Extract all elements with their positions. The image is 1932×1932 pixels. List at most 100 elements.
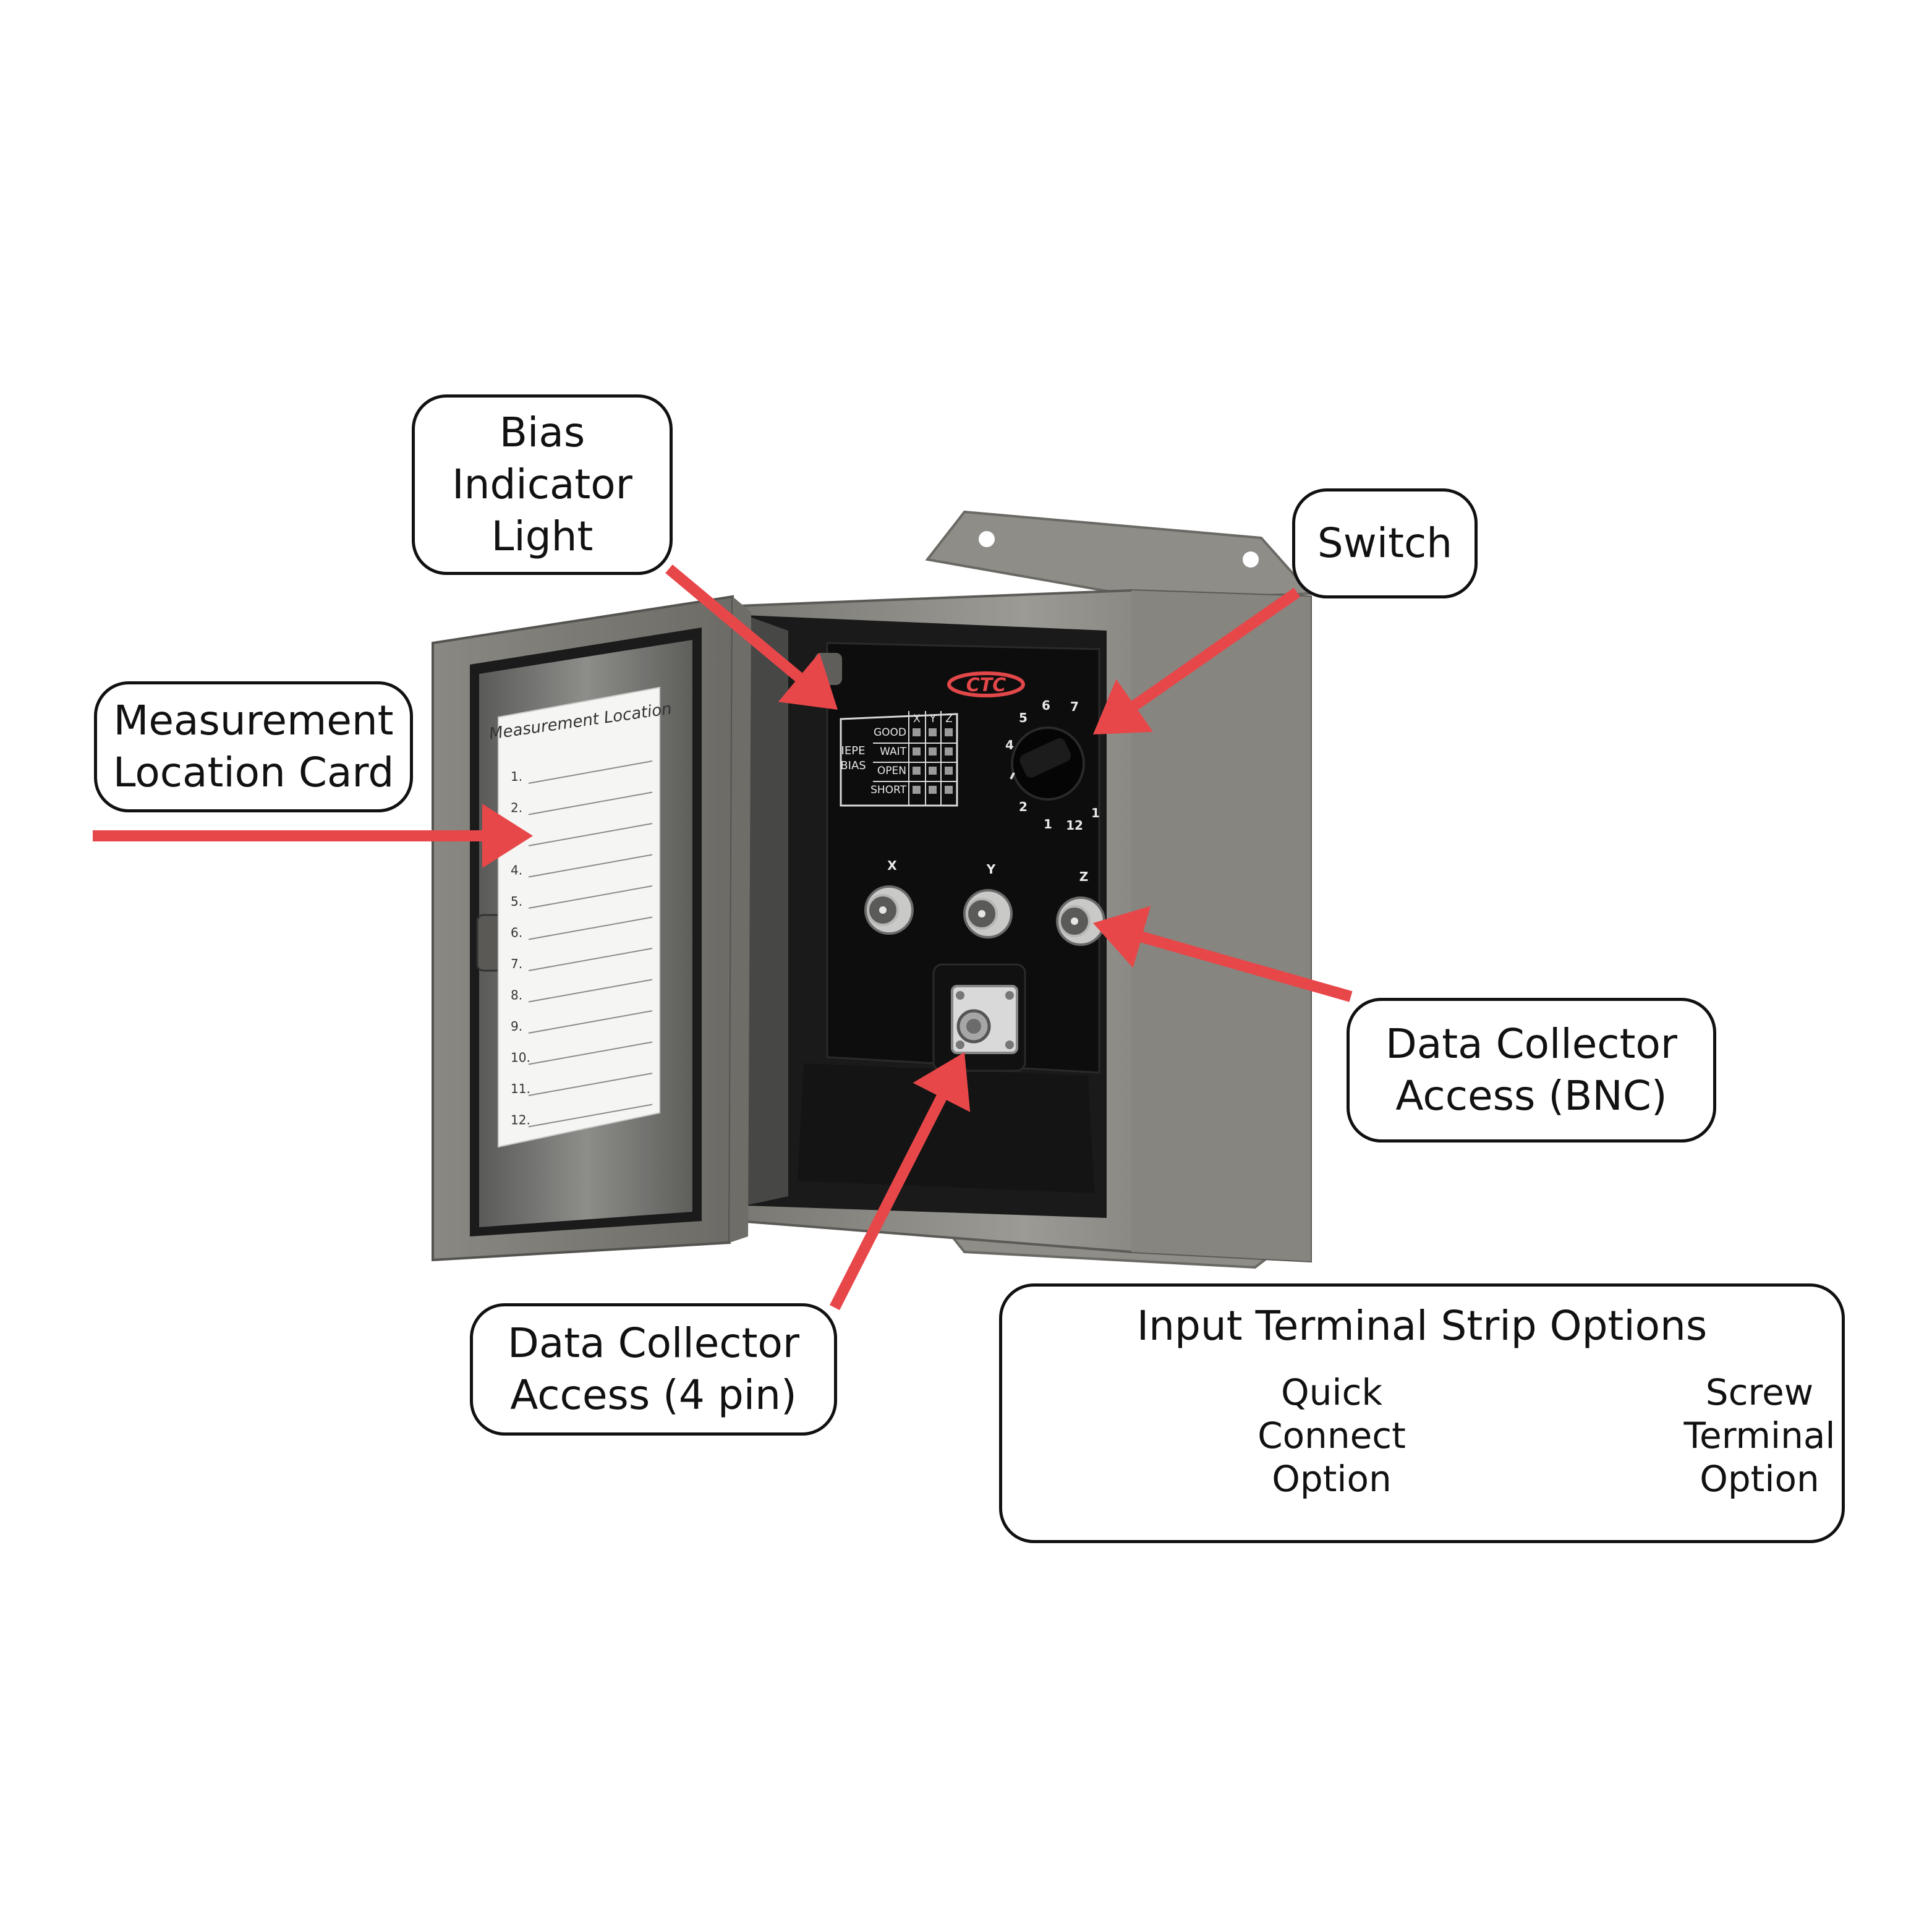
card-line (528, 854, 653, 878)
callout-switch: Switch (1292, 488, 1478, 598)
card-line (528, 1073, 653, 1096)
card-line-number: 4. (511, 863, 522, 878)
measurement-location-card: Measurement Location 1.2.3.4.5.6.7.8.9.1… (488, 686, 673, 1148)
card-line (528, 760, 653, 784)
card-line (528, 1104, 653, 1128)
four-pin-connector[interactable] (932, 963, 1026, 1072)
callout-text: Light (491, 513, 594, 560)
card-line-number: 9. (511, 1019, 522, 1034)
option-text: Option (1272, 1458, 1392, 1500)
switch-number: 4 (1005, 738, 1014, 752)
option-text: Screw (1705, 1371, 1814, 1413)
card-line-number: 5. (511, 894, 522, 909)
bias-column-label: Z (945, 713, 953, 725)
card-line (528, 948, 653, 971)
bnc-connectors: X Y Z (864, 858, 1105, 946)
card-line (528, 1010, 653, 1034)
option-text: Connect (1258, 1415, 1406, 1457)
bnc-pin (879, 906, 887, 914)
bnc-label: Y (986, 862, 996, 877)
switch-number: 5 (1019, 710, 1028, 725)
bias-led (913, 786, 921, 794)
bias-group-label: IEPE (841, 744, 866, 757)
quick-connect-label: Quick Connect Option (1254, 1371, 1409, 1500)
bias-row-label: SHORT (870, 784, 907, 796)
arrow-bnc (1093, 906, 1353, 1002)
arrow-switch (1093, 587, 1301, 734)
callout-text: Data Collector (1385, 1020, 1677, 1068)
bias-led (929, 767, 937, 775)
card-line-number: 8. (511, 988, 522, 1003)
callout-text: Bias (499, 409, 585, 456)
callout-measurement-location-card: Measurement Location Card (94, 681, 413, 812)
bias-led (945, 767, 953, 775)
enclosure-side (1131, 590, 1311, 1261)
card-line (528, 823, 653, 846)
callout-text: Switch (1317, 519, 1453, 567)
card-line (528, 791, 653, 815)
switch-number: 6 (1042, 698, 1050, 713)
bias-row-label: WAIT (880, 746, 907, 758)
card-line-number: 7. (511, 956, 522, 971)
mount-hole (1243, 551, 1259, 568)
bias-led (929, 747, 937, 755)
callout-data-collector-bnc: Data Collector Access (BNC) (1347, 998, 1716, 1143)
bnc-pin (978, 910, 985, 917)
switch-number: 12 (1066, 818, 1083, 833)
callout-text: Indicator (452, 461, 632, 508)
input-terminal-options-box: Input Terminal Strip Options Quick Conne… (999, 1283, 1845, 1543)
options-title: Input Terminal Strip Options (1136, 1302, 1708, 1350)
mount-hole (979, 531, 995, 547)
callout-text: Measurement (113, 697, 394, 744)
callout-data-collector-4pin: Data Collector Access (4 pin) (470, 1303, 837, 1436)
callout-bias-indicator-light: Bias Indicator Light (412, 394, 673, 575)
card-line (528, 1041, 653, 1065)
option-text: Quick (1280, 1371, 1382, 1413)
arrow-four-pin (830, 1052, 971, 1311)
switch-number: 7 (1070, 699, 1079, 714)
door-edge (730, 597, 751, 1243)
card-line-number: 6. (511, 926, 522, 940)
bias-led (913, 767, 921, 775)
bias-led (913, 728, 921, 736)
callout-text: Data Collector (508, 1319, 799, 1367)
bias-column-label: Y (929, 713, 937, 725)
rotary-switch[interactable] (1010, 726, 1085, 801)
card-line-number: 1. (511, 769, 522, 784)
screw-terminal-label: Screw Terminal Option (1682, 1371, 1837, 1500)
card-line-number: 12. (511, 1113, 530, 1128)
card-line (528, 885, 653, 909)
bias-group-label: BIAS (840, 759, 866, 772)
bias-led (945, 747, 953, 755)
card-line (528, 979, 653, 1003)
bias-column-label: X (913, 713, 921, 725)
card-line-number: 11. (511, 1081, 530, 1096)
callout-text: Access (BNC) (1395, 1072, 1667, 1120)
cable-bundle (798, 1063, 1094, 1193)
bias-led (929, 728, 937, 736)
bnc-pin (1071, 917, 1078, 925)
brand-logo-text: CTC (966, 674, 1006, 696)
card-line (528, 916, 653, 940)
bias-led (945, 786, 953, 794)
option-text: Terminal (1683, 1415, 1836, 1457)
switch-number: 2 (1019, 799, 1028, 814)
callout-text: Location Card (113, 749, 394, 796)
card-line-number: 10. (511, 1050, 530, 1065)
bias-row-label: OPEN (877, 765, 906, 777)
bias-led (913, 747, 921, 755)
bnc-label: Z (1079, 869, 1089, 884)
callout-text: Access (4 pin) (510, 1371, 797, 1419)
bnc-label: X (887, 858, 897, 873)
brand-logo (947, 671, 1025, 697)
arrow-measurement-card (93, 804, 533, 868)
option-text: Option (1700, 1458, 1819, 1500)
inner-wall (745, 615, 788, 1206)
bias-row-label: GOOD (874, 726, 906, 739)
switch-number: 1 (1091, 806, 1100, 820)
callout-arrows (93, 564, 1353, 1311)
arrow-bias-indicator (665, 564, 838, 710)
